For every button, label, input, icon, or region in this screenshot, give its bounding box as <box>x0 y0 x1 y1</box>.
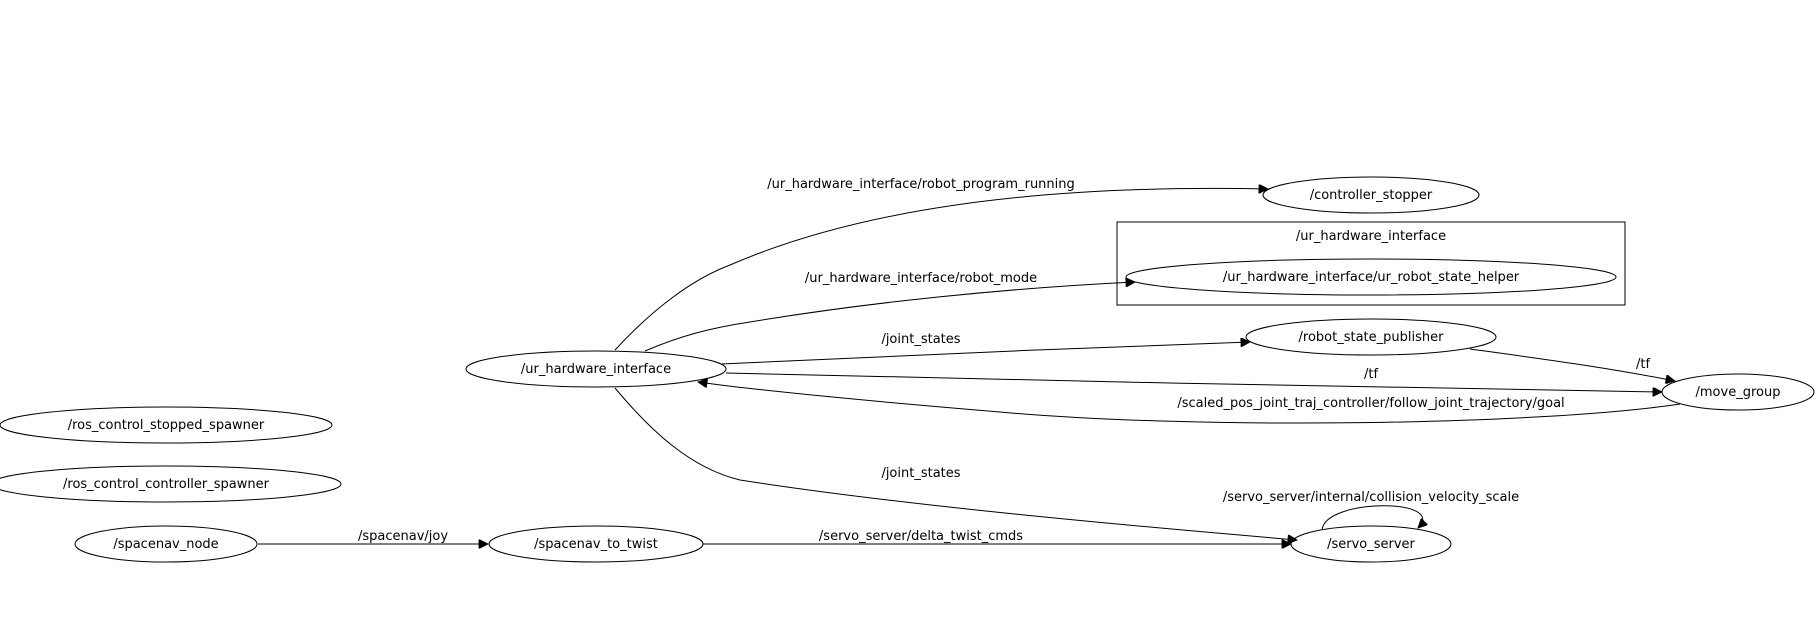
edge-label-robot-program-running: /ur_hardware_interface/robot_program_run… <box>767 177 1075 192</box>
nodes: /controller_stopper /ur_hardware_interfa… <box>0 176 1815 563</box>
node-label-ur-hardware-interface: /ur_hardware_interface <box>521 362 671 377</box>
node-spacenav-node[interactable]: /spacenav_node <box>74 525 258 563</box>
edge-tf-rsp[interactable]: /tf <box>1469 348 1675 381</box>
edge-robot-mode[interactable]: /ur_hardware_interface/robot_mode <box>644 271 1135 352</box>
edge-robot-program-running[interactable]: /ur_hardware_interface/robot_program_run… <box>614 177 1268 351</box>
edges: /ur_hardware_interface/robot_program_run… <box>258 177 1681 544</box>
edge-label-collision-velocity-scale: /servo_server/internal/collision_velocit… <box>1223 490 1519 505</box>
node-robot-state-publisher[interactable]: /robot_state_publisher <box>1245 318 1497 356</box>
node-servo-server[interactable]: /servo_server <box>1290 525 1452 563</box>
node-label-robot-state-publisher: /robot_state_publisher <box>1299 330 1445 345</box>
edge-joint-states-servo[interactable]: /joint_states <box>614 387 1297 540</box>
cluster-label: /ur_hardware_interface <box>1296 229 1446 244</box>
edge-joint-states-rsp[interactable]: /joint_states <box>720 332 1250 365</box>
node-ros-control-controller-spawner[interactable]: /ros_control_controller_spawner <box>0 465 342 503</box>
node-label-servo-server: /servo_server <box>1327 537 1415 552</box>
edge-label-follow-joint-trajectory-goal: /scaled_pos_joint_traj_controller/follow… <box>1177 396 1564 411</box>
edge-label-joint-states-servo: /joint_states <box>881 466 960 481</box>
node-label-ros-control-controller-spawner: /ros_control_controller_spawner <box>63 477 270 492</box>
node-ros-control-stopped-spawner[interactable]: /ros_control_stopped_spawner <box>0 406 333 444</box>
node-label-controller-stopper: /controller_stopper <box>1310 188 1433 203</box>
node-move-group[interactable]: /move_group <box>1661 373 1815 411</box>
edge-label-robot-mode: /ur_hardware_interface/robot_mode <box>805 271 1037 286</box>
node-ur-hardware-interface[interactable]: /ur_hardware_interface <box>465 350 727 388</box>
edge-label-tf-hw: /tf <box>1364 367 1378 382</box>
node-label-spacenav-node: /spacenav_node <box>113 537 218 552</box>
node-label-ros-control-stopped-spawner: /ros_control_stopped_spawner <box>68 418 265 433</box>
edge-label-delta-twist-cmds: /servo_server/delta_twist_cmds <box>819 529 1023 544</box>
node-ur-robot-state-helper[interactable]: /ur_hardware_interface/ur_robot_state_he… <box>1125 258 1617 296</box>
edge-follow-joint-trajectory-goal[interactable]: /scaled_pos_joint_traj_controller/follow… <box>698 382 1681 424</box>
edge-delta-twist-cmds[interactable]: /servo_server/delta_twist_cmds <box>703 529 1291 544</box>
edge-spacenav-joy[interactable]: /spacenav/joy <box>258 529 488 544</box>
edge-label-spacenav-joy: /spacenav/joy <box>358 529 448 544</box>
node-spacenav-to-twist[interactable]: /spacenav_to_twist <box>488 525 704 563</box>
edge-label-tf-rsp: /tf <box>1636 357 1650 372</box>
node-controller-stopper[interactable]: /controller_stopper <box>1262 176 1480 214</box>
edge-label-joint-states-rsp: /joint_states <box>881 332 960 347</box>
node-label-ur-robot-state-helper: /ur_hardware_interface/ur_robot_state_he… <box>1223 270 1520 285</box>
node-label-spacenav-to-twist: /spacenav_to_twist <box>534 537 658 552</box>
node-label-move-group: /move_group <box>1696 385 1781 400</box>
cluster-ur-hardware-interface[interactable]: /ur_hardware_interface <box>1116 221 1626 306</box>
cluster-box <box>1116 221 1626 306</box>
edge-collision-velocity-scale[interactable]: /servo_server/internal/collision_velocit… <box>1223 490 1519 531</box>
edge-tf-hw[interactable]: /tf <box>725 367 1662 392</box>
